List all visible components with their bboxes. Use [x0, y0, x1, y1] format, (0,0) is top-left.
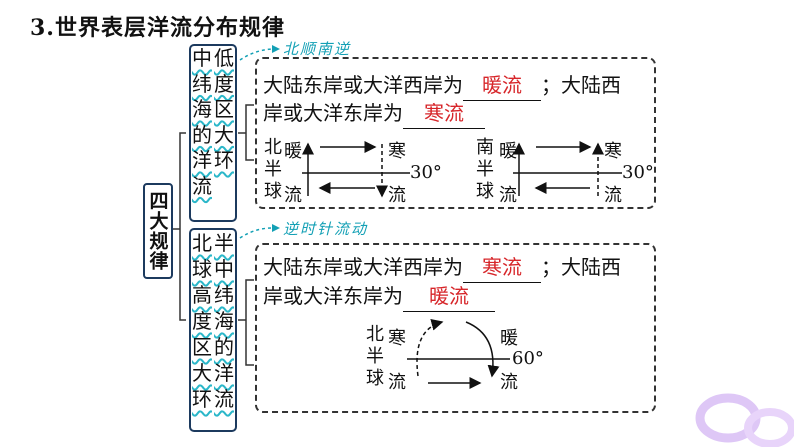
category-label: 中 低 纬 度 海 区 的 大 洋 环 流 [191, 46, 235, 199]
diagram3-cold-label: 寒 [388, 328, 406, 349]
answer-warm: 暖流 [463, 70, 541, 101]
label-char: 半 [264, 159, 282, 180]
diagram-south-low-lat [513, 141, 622, 196]
label-char: 球 [476, 181, 494, 202]
diagram1-hemisphere-label: 北 半 球 [264, 137, 284, 203]
label-char: 环 [192, 387, 212, 411]
label-char: 纬 [214, 283, 234, 307]
label-char: 的 [192, 122, 212, 147]
diagram1-flow-label: 流 [388, 185, 406, 206]
category-label: 北 半 球 中 高 纬 度 海 区 的 大 洋 环 流 [191, 230, 235, 412]
label-char: 区 [214, 97, 234, 121]
diagram2-flow-label: 流 [604, 185, 622, 206]
rule-box-low-latitude [255, 57, 656, 209]
label-char: 南 [476, 137, 494, 158]
diagram2-flow-label: 流 [499, 185, 517, 206]
text-segment: 岸或大洋东岸为 [263, 284, 403, 308]
diagram2-warm-label: 暖 [499, 141, 517, 162]
decorative-rings [695, 393, 794, 447]
diagram3-hemisphere-label: 北 半 球 [366, 324, 386, 390]
label-char: 球 [192, 257, 212, 281]
label-char: 高 [192, 283, 212, 307]
diagram1-latitude-label: 30° [410, 162, 442, 183]
label-char: 球 [366, 368, 384, 389]
label-char: 海 [214, 309, 234, 333]
rule-text-line2: 岸或大洋东岸为寒流 [263, 98, 485, 129]
label-char: 半 [476, 159, 494, 180]
label-char: 度 [214, 71, 234, 96]
label-char: 大 [192, 361, 212, 385]
diagram1-flow-label: 流 [284, 185, 302, 206]
label-char: 环 [214, 148, 234, 172]
diagram3-flow-label: 流 [500, 372, 518, 393]
rule-box-high-latitude [255, 243, 656, 413]
diagram2-latitude-label: 30° [622, 162, 654, 183]
category-high-latitude: 北 半 球 中 高 纬 度 海 区 的 大 洋 环 流 [189, 228, 237, 432]
label-char: 流 [214, 387, 234, 411]
label-char: 中 [192, 46, 212, 70]
label-char: 球 [264, 181, 282, 202]
diagram2-hemisphere-label: 南 半 球 [476, 137, 496, 203]
label-char: 度 [192, 309, 212, 333]
label-char: 中 [214, 257, 234, 281]
label-char: 的 [214, 335, 234, 359]
diagram3-warm-label: 暖 [500, 328, 518, 349]
answer-cold: 寒流 [463, 252, 541, 283]
note-clockwise: 北顺南逆 [283, 40, 352, 58]
label-char: 区 [192, 335, 212, 359]
label-char: 低 [214, 46, 234, 70]
text-segment: 大陆东岸或大洋西岸为 [263, 255, 463, 279]
rule-text-line2: 岸或大洋东岸为暖流 [263, 281, 495, 312]
label-char: 半 [366, 346, 384, 367]
label-char: 大 [214, 122, 234, 147]
root-node: 四大规律 [143, 183, 173, 279]
diagram1-warm-label: 暖 [284, 141, 302, 162]
diagram1-cold-label: 寒 [388, 141, 406, 162]
text-segment: 大陆东岸或大洋西岸为 [263, 73, 463, 97]
diagram2-cold-label: 寒 [604, 141, 622, 162]
label-char: 洋 [214, 361, 234, 385]
rule-text-line1: 大陆东岸或大洋西岸为寒流；大陆西 [263, 252, 621, 283]
text-segment: 岸或大洋东岸为 [263, 101, 403, 125]
page-title: 3.世界表层洋流分布规律 [30, 15, 285, 41]
label-char: 北 [264, 137, 282, 158]
diagram3-flow-label: 流 [388, 372, 406, 393]
diagram-north-low-lat [302, 141, 410, 198]
category-low-latitude: 中 低 纬 度 海 区 的 大 洋 环 流 [189, 44, 237, 222]
diagram3-latitude-label: 60° [512, 348, 544, 369]
label-char: 流 [192, 173, 212, 198]
answer-warm: 暖流 [403, 281, 495, 312]
label-char: 北 [192, 231, 212, 255]
text-segment: ；大陆西 [541, 255, 621, 279]
label-char: 海 [192, 97, 212, 121]
note-counterclockwise: 逆时针流动 [283, 220, 369, 238]
diagram-north-high-lat [407, 318, 510, 389]
text-segment: ；大陆西 [541, 73, 621, 97]
label-char: 半 [214, 231, 234, 255]
label-char: 北 [366, 324, 384, 345]
label-char: 洋 [192, 148, 212, 172]
label-char: 纬 [192, 71, 212, 96]
answer-cold: 寒流 [403, 98, 485, 129]
rule-text-line1: 大陆东岸或大洋西岸为暖流；大陆西 [263, 70, 621, 101]
